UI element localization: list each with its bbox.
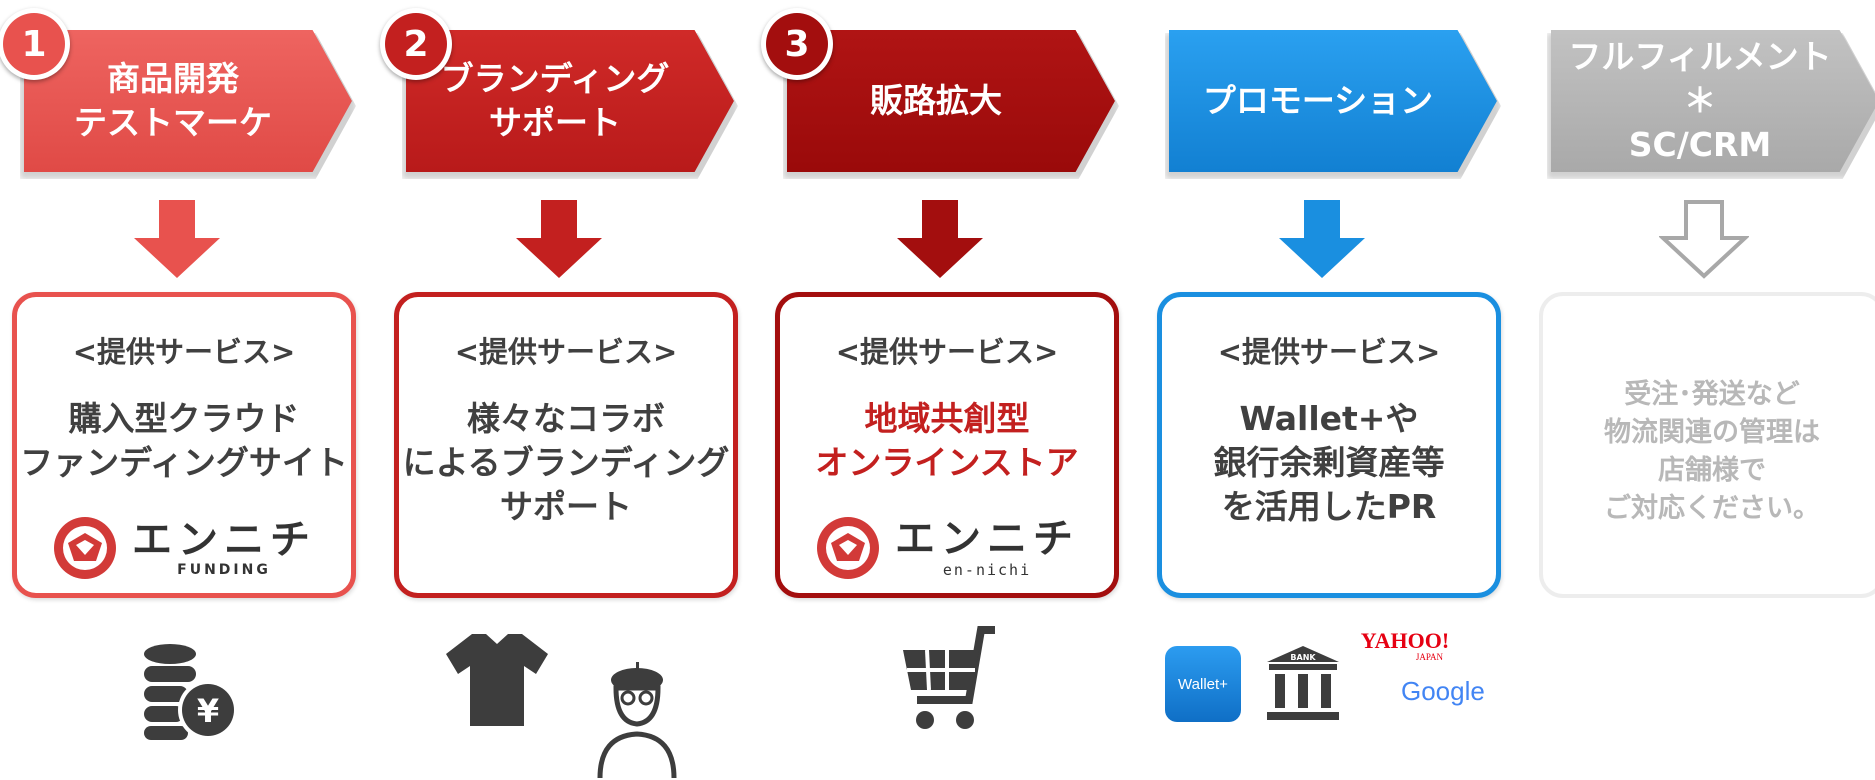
step-banner-promotion: プロモーション	[1169, 30, 1497, 172]
box-body: 受注･発送など 物流関連の管理は 店舗様で ご対応ください。	[1604, 379, 1820, 524]
service-box-promotion: <提供サービス> Wallet+や 銀行余剰資産等 を活用したPR	[1157, 292, 1501, 598]
step-number-badge: 2	[380, 8, 452, 80]
step-label: プロモーション	[1202, 81, 1434, 120]
down-arrow-icon	[516, 200, 602, 278]
step-column-fulfillment: フルフィルメント ＊ SC/CRM 受注･発送など 物流関連の管理は 店舗様で …	[1527, 0, 1875, 759]
shopping-cart-icon	[903, 626, 995, 729]
box-body: 購入型クラウド ファンディングサイト	[20, 399, 348, 482]
step-number-badge: 1	[0, 8, 70, 80]
service-box-2: <提供サービス> 様々なコラボ によるブランディング サポート	[394, 292, 738, 598]
service-box-fulfillment: 受注･発送など 物流関連の管理は 店舗様で ご対応ください。	[1539, 292, 1875, 598]
step-column-promotion: プロモーション <提供サービス> Wallet+や 銀行余剰資産等 を活用したP…	[1145, 0, 1505, 759]
icon-group-store	[763, 620, 1123, 759]
down-arrow-outline-icon	[1659, 200, 1749, 279]
ennichi-emblem-icon	[54, 517, 116, 579]
icon-group-funding: ¥	[0, 620, 360, 759]
step-label: 販路拡大	[870, 81, 1002, 120]
ennichi-funding-logo: エンニチ FUNDING	[17, 515, 351, 581]
box-body: Wallet+や 銀行余剰資産等 を活用したPR	[1213, 399, 1445, 526]
step-label: フルフィルメント ＊ SC/CRM	[1568, 37, 1832, 164]
svg-text:BANK: BANK	[1290, 653, 1316, 662]
box-body: 様々なコラボ によるブランディング サポート	[402, 399, 730, 526]
box-header: <提供サービス>	[835, 335, 1059, 369]
step-banner-fulfillment: フルフィルメント ＊ SC/CRM	[1551, 30, 1875, 172]
svg-text:¥: ¥	[197, 692, 219, 730]
step-banner-2: ブランディング サポート	[406, 30, 734, 172]
down-arrow-icon	[897, 200, 983, 278]
service-box-1: <提供サービス> 購入型クラウド ファンディングサイト エンニチ FUNDING	[12, 292, 356, 598]
service-box-3: <提供サービス> 地域共創型 オンラインストア エンニチ en-nichi	[775, 292, 1119, 598]
box-body: 地域共創型 オンラインストア	[815, 399, 1079, 482]
down-arrow-icon	[1279, 200, 1365, 278]
down-arrow-icon	[134, 200, 220, 278]
step-column-3: 販路拡大 3 <提供サービス> 地域共創型 オンラインストア エンニチ en-n…	[761, 0, 1123, 759]
icon-group-promotion: Wallet+ BANK YAHOO! JAPAN Google	[1145, 620, 1505, 759]
bank-building-icon: BANK	[1267, 646, 1339, 720]
yahoo-japan-logo: YAHOO! JAPAN	[1360, 628, 1450, 663]
ennichi-emblem-icon	[817, 517, 879, 579]
step-banner-1: 商品開発 テストマーケ	[24, 30, 352, 172]
icon-group-branding	[382, 620, 742, 779]
step-number-badge: 3	[761, 8, 833, 80]
step-column-1: 商品開発 テストマーケ 1 <提供サービス> 購入型クラウド ファンディングサイ…	[0, 0, 360, 759]
artist-person-icon	[597, 662, 677, 779]
tshirt-icon	[446, 634, 548, 726]
wallet-plus-icon: Wallet+	[1165, 646, 1241, 722]
coins-yen-icon: ¥	[144, 644, 238, 740]
ennichi-store-logo: エンニチ en-nichi	[780, 515, 1114, 581]
box-header: <提供サービス>	[1217, 335, 1441, 369]
step-label: ブランディング サポート	[440, 59, 670, 142]
step-banner-3: 販路拡大	[787, 30, 1115, 172]
step-label: 商品開発 テストマーケ	[74, 59, 272, 142]
box-header: <提供サービス>	[454, 335, 678, 369]
step-column-2: ブランディング サポート 2 <提供サービス> 様々なコラボ によるブランディン…	[380, 0, 742, 779]
google-logo: Google	[1401, 676, 1485, 706]
box-header: <提供サービス>	[72, 335, 296, 369]
